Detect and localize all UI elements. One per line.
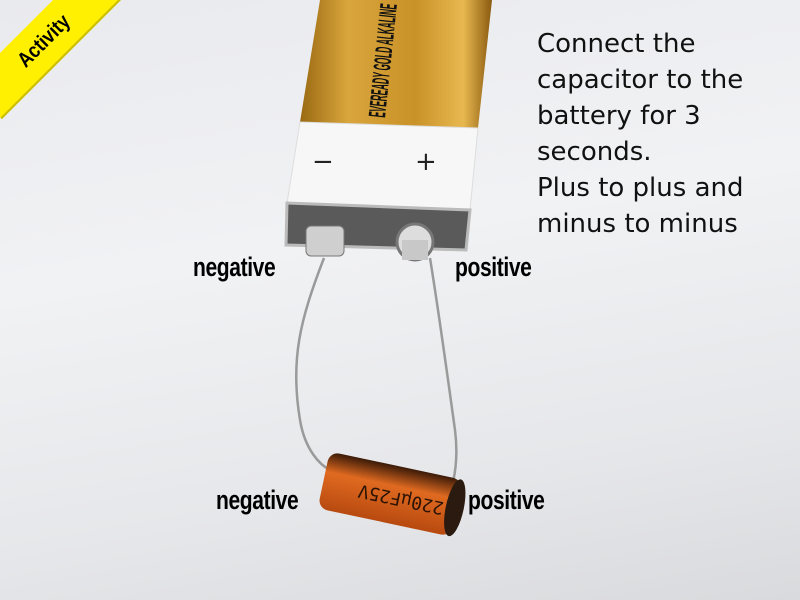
instruction-line: capacitor to the — [537, 65, 744, 95]
battery-negative-label: negative — [193, 252, 276, 282]
instruction-text: Connect the capacitor to the battery for… — [537, 26, 744, 242]
instruction-line: battery for 3 — [537, 101, 701, 131]
instruction-line: minus to minus — [537, 209, 738, 239]
instruction-line: seconds. — [537, 137, 652, 167]
capacitor-positive-label: positive — [468, 485, 545, 515]
battery-minus-sign: − — [312, 147, 334, 177]
battery-positive-label: positive — [455, 252, 532, 282]
battery-plus-sign: + — [415, 147, 437, 177]
instruction-line: Plus to plus and — [537, 173, 744, 203]
instruction-line: Connect the — [537, 29, 696, 59]
battery: EVEREADY GOLD ALKALINE − + — [284, 0, 492, 262]
capacitor: 220µF25V — [319, 453, 466, 537]
capacitor-negative-label: negative — [216, 485, 299, 515]
